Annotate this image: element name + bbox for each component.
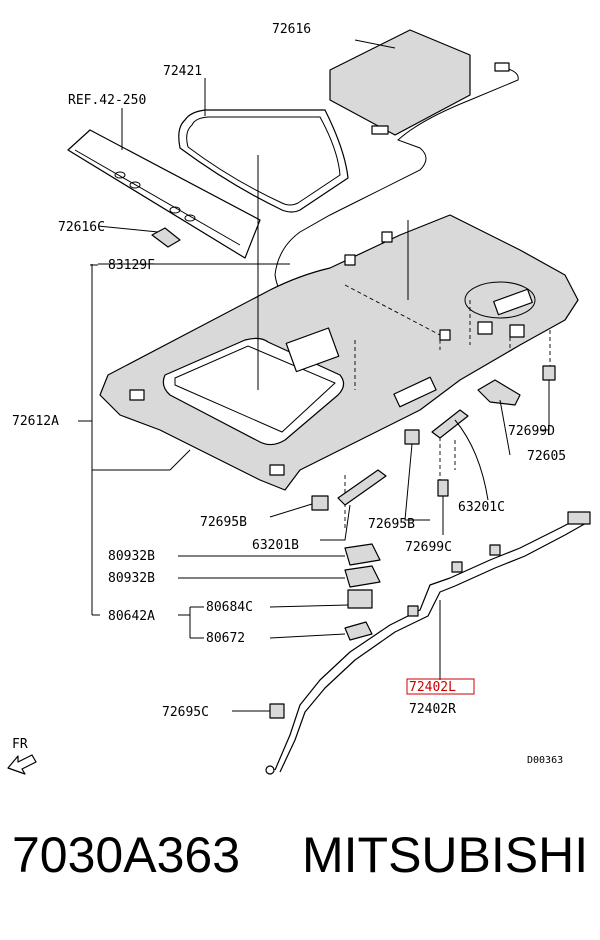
label-80684C: 80684C [206,600,253,615]
headliner-72612A: 83129F 72612A [12,155,579,615]
bracket-80932B-2: 80932B [108,565,381,588]
retainer-63201C: 63201C [431,409,505,515]
label-72421: 72421 [163,64,202,79]
label-63201B: 63201B [252,538,299,553]
clip-72699C: 72699C [405,479,452,555]
label-72402R: 72402R [409,702,456,717]
clip-72695C: 72695C [162,703,285,720]
diagram-code: D00363 [527,755,563,766]
label-80932B-2: 80932B [108,571,155,586]
label-ref-42-250: REF.42-250 [68,93,146,108]
roof-rail-ref-42-250: REF.42-250 [67,93,261,259]
label-72695C: 72695C [162,705,209,720]
grip-72605: 72605 [477,379,566,464]
clip-72699D: 72699D [508,365,556,439]
label-72699D: 72699D [508,424,555,439]
clip-72695B-left: 72695B [200,495,329,530]
lens-80672: 80672 [206,621,373,646]
highlight-box-72402L [406,678,475,695]
footer: 7030A363 MITSUBISHI [0,830,600,910]
pad-72616C: 72616C [58,220,181,248]
lamp-assy-80642A: 80642A [92,606,204,639]
label-72695B-left: 72695B [200,515,247,530]
brand-name: MITSUBISHI [302,827,589,883]
label-72402L: 72402L [409,680,456,695]
label-72612A: 72612A [12,414,59,429]
sunroof-seal-72421: 72421 [163,64,349,213]
label-fr: FR [12,737,28,752]
label-80642A: 80642A [108,609,155,624]
part-number: 7030A363 [12,827,241,883]
label-80932B-1: 80932B [108,549,155,564]
label-83129F: 83129F [108,258,155,273]
label-80672: 80672 [206,631,245,646]
lamp-80684C: 80684C [206,589,373,615]
label-72695B-right: 72695B [368,517,415,532]
front-arrow: FR [7,737,37,775]
label-72699C: 72699C [405,540,452,555]
parts-diagram: 72616 72421 REF.42-250 72616C [7,22,591,775]
label-72616C: 72616C [58,220,105,235]
sunshade-panel-72616: 72616 [272,22,471,136]
label-63201C: 63201C [458,500,505,515]
front-arrow-icon [7,754,37,775]
clip-72695B-right: 72695B [368,429,430,532]
retainer-63201B: 63201B [252,469,387,553]
label-72616: 72616 [272,22,311,37]
bracket-80932B-1: 80932B [108,543,381,566]
curtain-airbag-72402: 72402L 72402R [265,511,591,775]
label-72605: 72605 [527,449,566,464]
